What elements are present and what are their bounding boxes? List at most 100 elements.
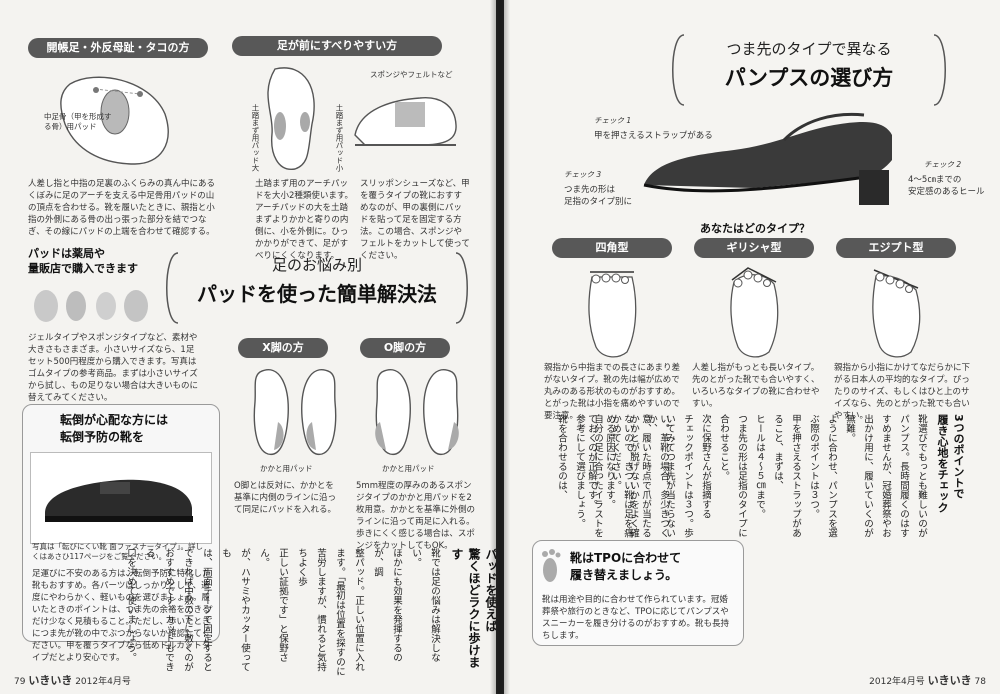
column-line: 整パッド。正しい位置に入れ — [353, 548, 364, 672]
arch-pad-large-label: 土踏まず用パッド大 — [251, 104, 260, 172]
column-title-line1: パッドを使えば — [484, 548, 496, 632]
page-gutter-shadow — [490, 0, 510, 694]
three-points-title: 3つのポイントで 履き心地をチェック — [934, 414, 966, 564]
hero-title-frame — [166, 252, 468, 324]
type-square-text: 親指から中指までの長さにあまり差がないタイプ。靴の先は幅が広めで丸みのある形状の… — [544, 363, 681, 421]
check3-tag: チェック 3 — [564, 170, 602, 179]
column-body: 靴では足の悩みは解決しない。 ほかにも効果を発揮するのが、調 整パッド。正しい位… — [125, 548, 444, 678]
type-egyptian-text: 親指から小指にかけてなだらかに下がる日本人の平均的なタイプ。ぴったりのサイズ、も… — [834, 363, 971, 421]
pumps-hero-frame — [672, 34, 946, 106]
type-question: あなたはどのタイプ？ — [700, 222, 810, 235]
body-line: つま先の形は足指のタイプに合わせること。 — [718, 414, 747, 538]
pad-products-illustration — [34, 290, 148, 322]
column-line: ます。「最初は位置を探すのに — [334, 548, 345, 677]
right-upper-body: 靴選びでもっとも難しいのがパンプス。長時間履くのはすすめませんが、冠婚葬祭やお出… — [556, 414, 930, 540]
check1-tag: チェック 1 — [594, 116, 632, 125]
fall-prevention-title-line1: 転倒が心配な方には — [60, 413, 169, 427]
o-leg-text: 5mm程度の厚みのあるスポンジタイプのかかと用パッドを2枚用意。かかとを基準に外… — [356, 481, 476, 551]
column-line: 靴では足の悩みは解決しない。 — [410, 548, 440, 662]
right-left-body: い。革靴の場合、多少きつく 意、履いた時点で爪が当たる ないので、きつい靴は足を… — [522, 414, 672, 540]
x-leg-title: X脚の方 — [238, 338, 328, 358]
column-line: ほかにも効果を発揮するのが、調 — [372, 548, 402, 662]
body-line: 甲を押さえるストラップがあること、まずは、 — [772, 414, 801, 538]
tpo-title-line1: 靴はTPOに合わせて — [570, 551, 682, 565]
right-footer: 2012年4月号 いきいき 78 — [869, 672, 986, 688]
body-line: ないので、きつい靴は足を痛める原因になります。 — [604, 414, 633, 538]
metatarsal-pad-label: 中足骨（甲を形成する骨）用パッド — [44, 112, 112, 131]
egyptian-foot-illustration — [872, 269, 921, 358]
arch-pad-text: 土踏まず用のアーチパッドを大小2種類使います。アーチパッドの大を土踏まずよりかか… — [255, 179, 354, 261]
check3-text-line1: つま先の形は — [564, 185, 616, 195]
three-points-title-line2: 履き心地をチェック — [936, 414, 949, 513]
fall-prevention-text: 足運びに不安のある方は、転倒予防に特化した靴もおすすめ。各パーツはしっかりとして… — [32, 569, 211, 663]
pad-purchase-text: ジェルタイプやスポンジタイプなど、素材や大きさもさまざま。小さいサイズなら、1足… — [28, 333, 199, 403]
issue-date: 2012年4月号 — [75, 677, 131, 687]
tpo-text: 靴は用途や目的に合わせて作られています。冠婚葬祭や旅行のときなど、TPOに応じて… — [542, 595, 730, 641]
body-line: ように合わせ、パンプスを選ぶ際のポイントは３つ。 — [808, 414, 837, 538]
column-title-line2: 驚くほどラクに歩けます — [450, 548, 481, 668]
fall-prevention-title-line2: 転倒予防の靴を — [60, 430, 145, 444]
column-line: は、両面テープで固定すると — [201, 548, 212, 672]
check2-text-line2: 安定感のあるヒール — [908, 187, 985, 197]
body-line: 靴選びでもっとも難しいのがパンプス。長時間履くのはすすめませんが、冠婚葬祭やお出… — [844, 414, 927, 538]
three-points-title-line1: 3つのポイントで — [952, 414, 965, 499]
page-number: 79 — [14, 677, 26, 687]
body-line: い。革靴の場合、多少きつく — [658, 414, 669, 538]
x-leg-insole-illustration — [253, 369, 337, 455]
type-square-title: 四角型 — [552, 238, 672, 258]
magazine-logo: いきいき — [28, 674, 73, 687]
tpo-box — [532, 540, 744, 646]
pad-purchase-title-line1: パッドは薬局や — [28, 247, 105, 260]
body-line: ヒールは４～５㎝まで。 — [754, 414, 765, 519]
issue-date: 2012年4月号 — [869, 677, 925, 687]
magazine-logo: いきいき — [927, 674, 972, 687]
pumps-hero-title: パンプスの選び方 — [724, 66, 894, 90]
fall-prevention-title: 転倒が心配な方には 転倒予防の靴を — [60, 412, 168, 446]
column-line: できれば中敷の下に敷くのが — [182, 548, 193, 672]
bunion-pad-illustration — [60, 76, 169, 165]
body-line: 意、履いた時点で爪が当たる — [640, 414, 651, 538]
body-line: かかとが脱げないかをよく確かめてください。 — [610, 414, 639, 538]
check2-tag: チェック 2 — [924, 160, 962, 169]
type-greek-text: 人差し指がもっとも長いタイプ。先のとがった靴でも合いやすく、いろいろなタイプの靴… — [692, 363, 820, 409]
o-leg-heel-pad-label: かかと用パッド — [382, 464, 435, 473]
column-line: 苦労しますが、慣れると気持ちよく歩 — [296, 548, 326, 672]
column-line: 口を決めて使いましょう。 — [125, 548, 136, 662]
page-number: 78 — [974, 677, 986, 687]
pad-purchase-title: パッドは薬局や 量販店で購入できます — [28, 246, 138, 276]
body-line: チェックポイントは３つ。歩いてみてつま先が当たらないか、 — [646, 414, 693, 538]
hero-title: パッドを使った簡単解決法 — [197, 282, 437, 306]
pump-shoe-illustration — [643, 112, 892, 205]
fall-prevention-shoe-photo — [45, 479, 193, 522]
column-line: が、ハサミやカッター使っても — [220, 548, 250, 672]
left-page: 開帳足・外反母趾・タコの方 中足骨（甲を形成する骨）用パッド 人差し指と中指の足… — [0, 0, 496, 694]
greek-foot-illustration — [730, 267, 779, 358]
o-leg-title: O脚の方 — [360, 338, 450, 358]
x-leg-text: O脚とは反対に、かかとを基準に内側のラインに沿って同足にパッドを入れる。 — [234, 481, 337, 515]
section-title-bunion: 開帳足・外反母趾・タコの方 — [28, 38, 208, 58]
sponge-felt-label: スポンジやフェルトなど — [370, 70, 453, 79]
fall-prevention-caption: 写真は「転びにくい靴 面ファスナータイプ」。詳しくはあさひ117ページをご覧くだ… — [32, 542, 203, 561]
body-line: 自分の足に合ったイラストを参考にして選びましょう。 — [574, 414, 603, 538]
section-title-slipping: 足が前にすべりやすい方 — [232, 36, 442, 56]
insole-arch-pad-illustration — [267, 67, 315, 170]
body-line: ておくのが正解です。 — [586, 414, 597, 509]
pad-purchase-title-line2: 量販店で購入できます — [28, 262, 138, 275]
body-line: 次に保野さんが指摘する — [700, 414, 711, 519]
column-line: 正しい証拠です」と保野さん。 — [258, 548, 288, 662]
hero-subtitle: 足のお悩み別 — [271, 256, 362, 274]
check2-text-line1: 4～5㎝までの — [908, 175, 962, 185]
type-egyptian-title: エジプト型 — [836, 238, 956, 258]
left-footer: 79 いきいき 2012年4月号 — [14, 672, 131, 688]
tpo-title-line2: 履き替えましょう。 — [570, 568, 678, 582]
check3-text: つま先の形は 足指のタイプ別に — [564, 184, 632, 208]
check2-text: 4～5㎝までの 安定感のあるヒール — [908, 174, 998, 198]
slip-on-text: スリッポンシューズなど、甲を覆うタイプの靴におすすめなのが、甲の裏側にパッドを貼… — [360, 179, 470, 261]
footprint-icon — [542, 549, 561, 582]
slip-on-shoe-illustration — [354, 97, 457, 146]
body-line: 靴を合わせるのは、 — [556, 414, 567, 500]
right-page: つま先のタイプで異なる パンプスの選び方 チェック 1 甲を押さえるストラップが… — [504, 0, 1000, 694]
bunion-text: 人差し指と中指の足裏のふくらみの真ん中にあるくぼみに足のアーチを支える中足骨用パ… — [28, 179, 216, 237]
type-greek-title: ギリシャ型 — [694, 238, 814, 258]
arch-pad-small-label: 土踏まず用パッド小 — [335, 104, 344, 172]
